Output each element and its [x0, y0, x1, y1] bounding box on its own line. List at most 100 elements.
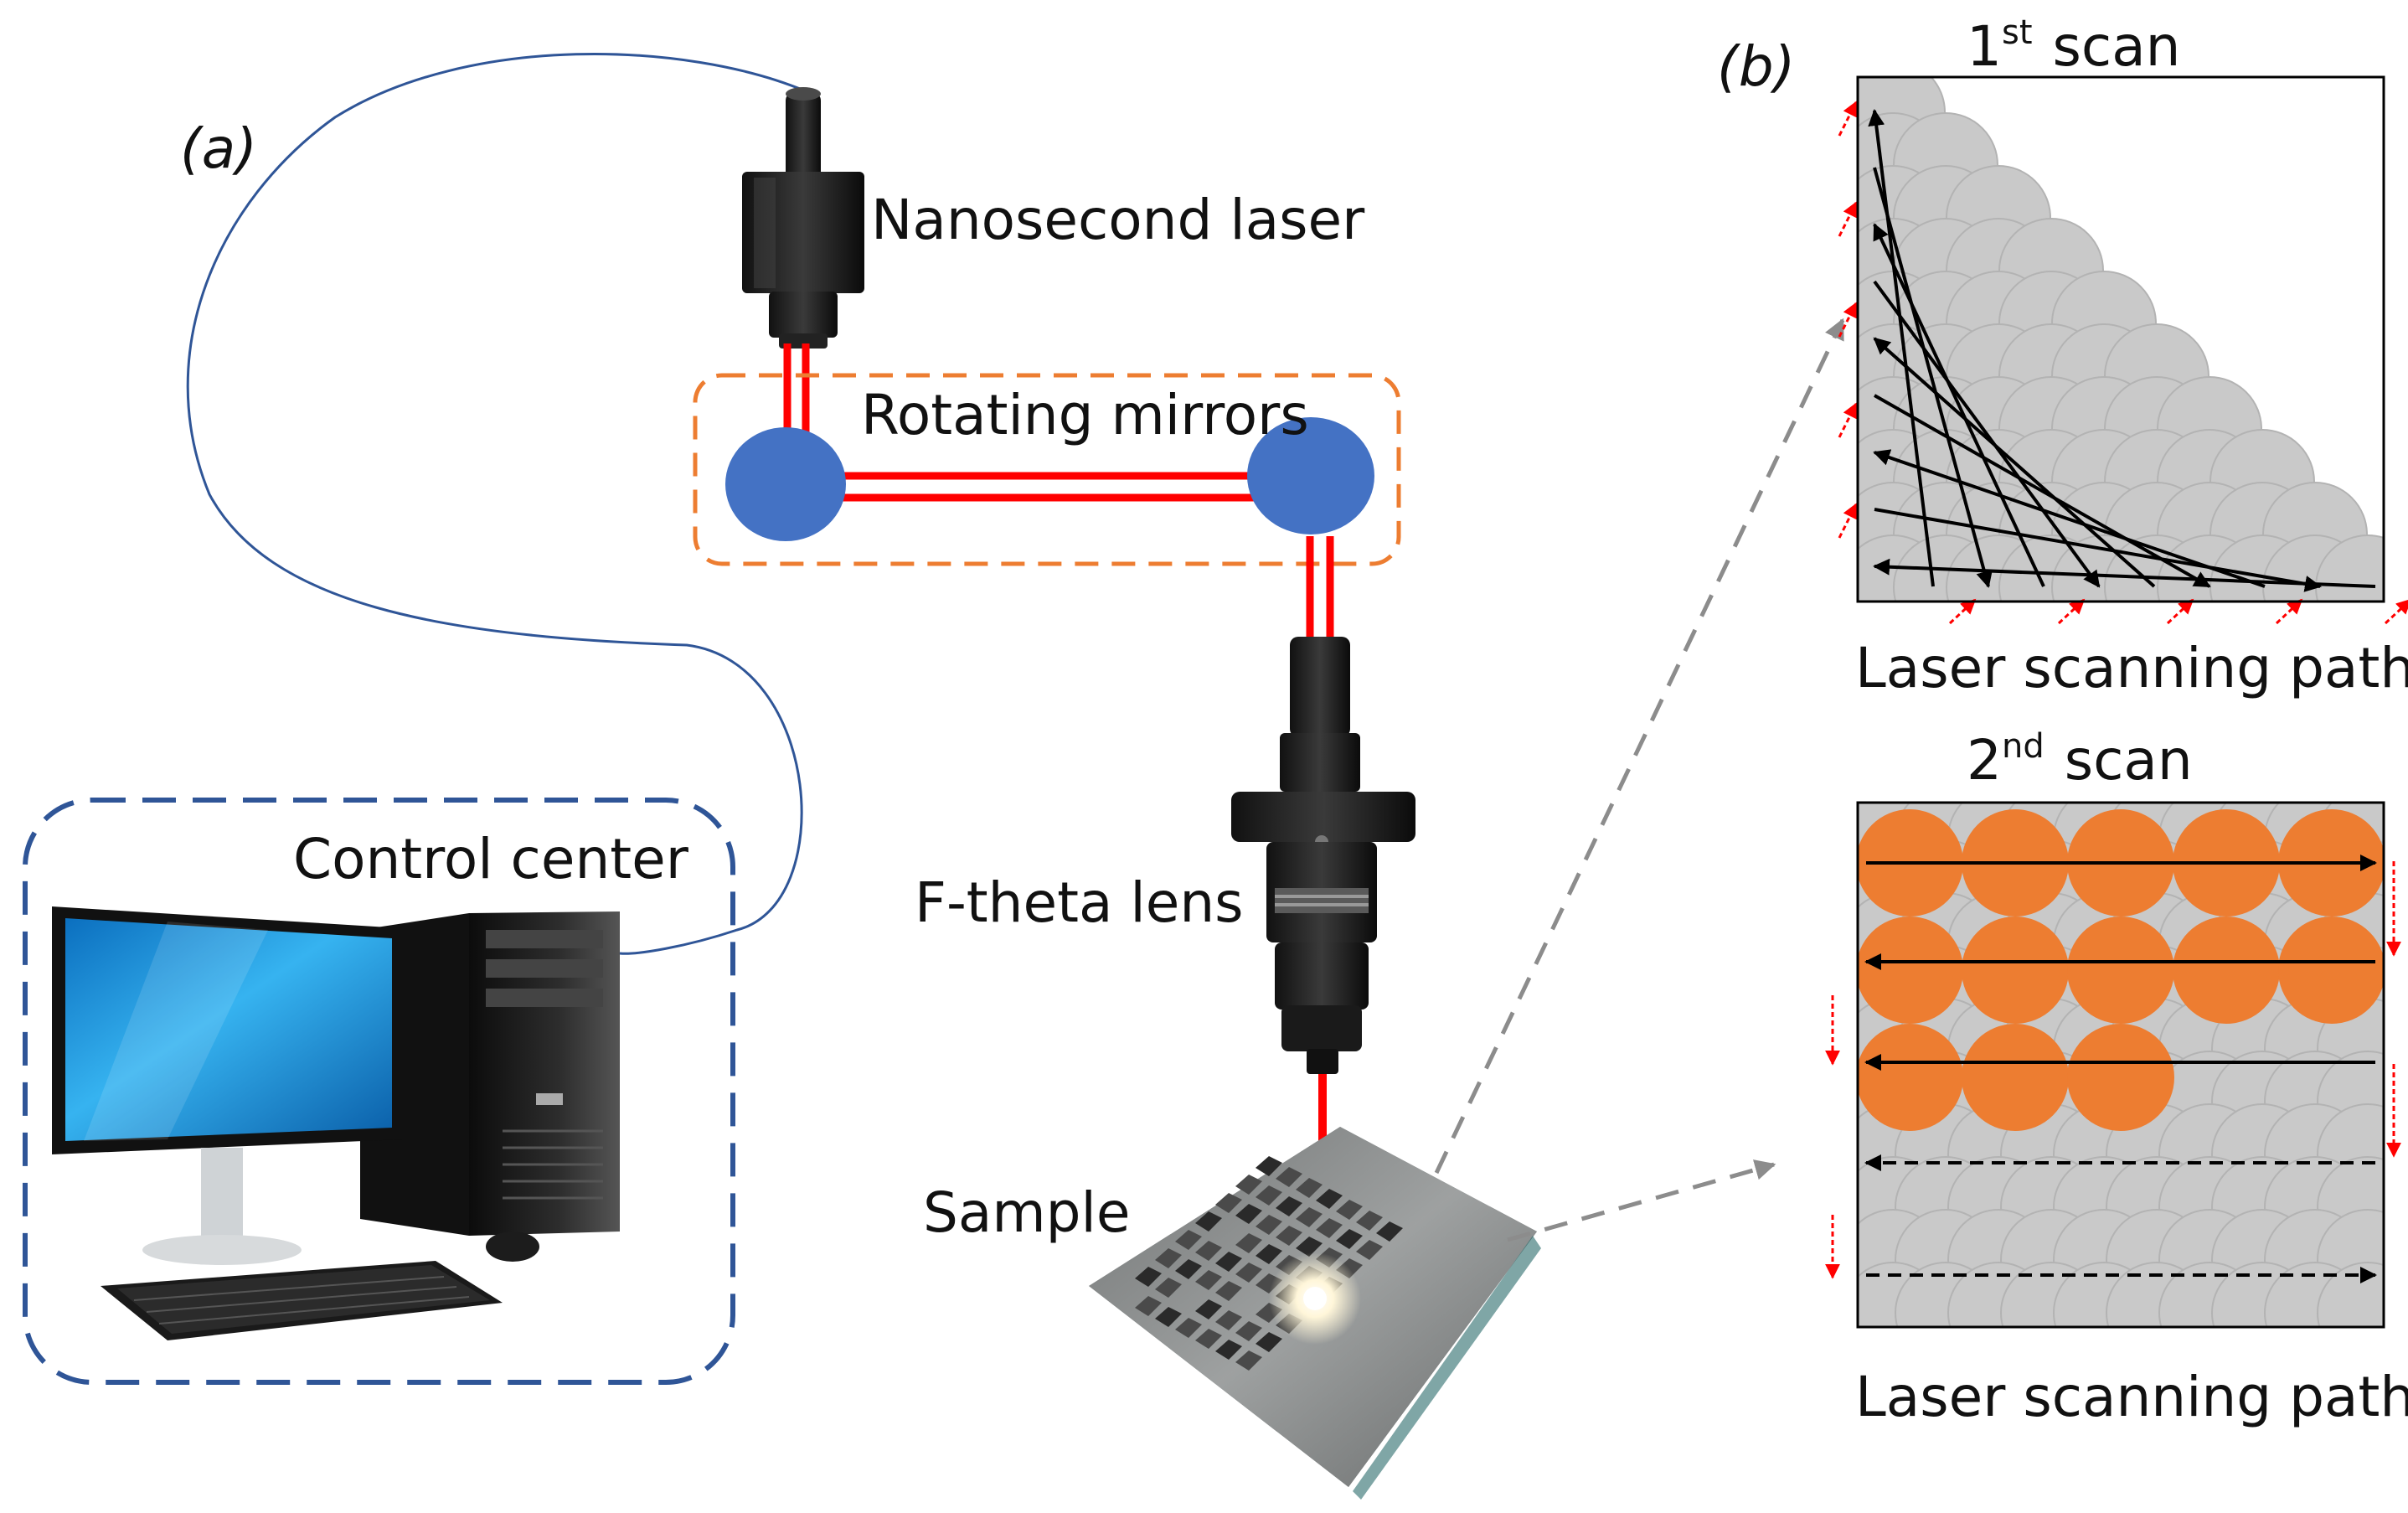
- sample-tile: [1296, 1237, 1323, 1257]
- scan1-jump-arrow: [2166, 598, 2194, 625]
- scan2-spot-orange: [2067, 917, 2174, 1024]
- zoom-arrow-lower: [1507, 1159, 1776, 1242]
- sample-tile: [1215, 1252, 1242, 1272]
- scan2-spot-orange: [1858, 917, 1963, 1024]
- sample-tile: [1235, 1350, 1262, 1371]
- sample-tile: [1276, 1167, 1302, 1187]
- sample-tile: [1195, 1241, 1222, 1261]
- scan2-spot-orange: [1962, 917, 2069, 1024]
- sample-tile: [1215, 1340, 1242, 1360]
- sample-tile: [1135, 1296, 1162, 1316]
- sample-tile: [1356, 1211, 1383, 1231]
- sample-tile: [1135, 1267, 1162, 1287]
- sample-tile: [1336, 1200, 1363, 1220]
- scan2-spot-orange: [2173, 917, 2280, 1024]
- scan2-spot-gray: [2317, 1262, 2384, 1327]
- scan1-path-arrow: [1868, 109, 1935, 587]
- scan1-caption: Laser scanning path: [1855, 636, 2408, 700]
- sample-tile: [1175, 1259, 1202, 1279]
- scan2-panel: [1825, 801, 2401, 1329]
- scan1-jump-arrow: [1838, 402, 1858, 438]
- sample-tile: [1296, 1207, 1323, 1227]
- scan1-path-arrow: [1873, 223, 2045, 587]
- desktop-computer-icon: [52, 906, 620, 1340]
- laser-beam-1: [783, 343, 810, 444]
- sample-tile: [1195, 1329, 1222, 1349]
- sample-tile: [1215, 1193, 1242, 1213]
- rotating-mirrors-box: [693, 373, 1401, 566]
- sample-tile: [1195, 1270, 1222, 1290]
- sample-tile: [1376, 1221, 1403, 1242]
- sample-tile: [1256, 1185, 1282, 1206]
- sample-tile: [1215, 1310, 1242, 1330]
- sample-tile: [1256, 1332, 1282, 1352]
- scan1-jump-arrow: [1838, 503, 1858, 539]
- scan2-title-number: 2: [1967, 728, 2002, 793]
- zoom-arrow-upper: [1434, 318, 1845, 1175]
- sample-tile: [1155, 1248, 1182, 1268]
- sample-tile: [1276, 1196, 1302, 1216]
- sample-tile: [1175, 1230, 1202, 1250]
- sample-tile: [1195, 1299, 1222, 1319]
- scan1-title-suffix: st: [2002, 13, 2033, 52]
- scan2-spot-orange: [2067, 1024, 2174, 1131]
- sample-tile: [1316, 1218, 1343, 1238]
- scan1-title-number: 1: [1967, 14, 2002, 79]
- scan1-path-arrow: [1873, 280, 2101, 588]
- panel-label-a: (a): [180, 116, 257, 181]
- sample-tile: [1316, 1189, 1343, 1209]
- sample-tile: [1195, 1211, 1222, 1232]
- label-rotating-mirrors: Rotating mirrors: [861, 383, 1309, 447]
- sample-tile: [1155, 1278, 1182, 1298]
- control-center-box: [23, 798, 735, 1385]
- scan2-title-suffix: nd: [2002, 727, 2044, 766]
- scan2-caption: Laser scanning path: [1855, 1365, 2408, 1429]
- sample-plate-icon: [1089, 1127, 1541, 1500]
- sample-tile: [1256, 1244, 1282, 1264]
- sample-tile: [1175, 1318, 1202, 1338]
- scan1-jump-arrow: [2057, 598, 2086, 625]
- sample-tile: [1356, 1240, 1383, 1260]
- sample-tile: [1276, 1226, 1302, 1246]
- sample-tile: [1235, 1263, 1262, 1283]
- scan1-jump-arrow: [1838, 201, 1858, 237]
- scan2-spot-orange: [1962, 1024, 2069, 1131]
- laser-beam-2: [838, 472, 1256, 502]
- panel-label-b: (b): [1717, 34, 1795, 99]
- scan1-path-arrow: [1874, 394, 2211, 588]
- sample-tile: [1235, 1175, 1262, 1195]
- sample-tile: [1296, 1178, 1323, 1198]
- scan1-path-arrow: [1873, 558, 2376, 588]
- scan2-title-word: scan: [2065, 728, 2193, 793]
- sample-tile: [1256, 1156, 1282, 1176]
- sample-tile: [1336, 1229, 1363, 1249]
- label-control-center: Control center: [293, 827, 689, 891]
- sample-tile: [1155, 1307, 1182, 1327]
- mirror-1: [725, 427, 846, 541]
- sample-tile: [1215, 1281, 1242, 1301]
- scan1-path-arrows: [1838, 101, 2408, 625]
- sample-tile: [1235, 1233, 1262, 1253]
- mirror-2: [1247, 417, 1374, 534]
- scan1-path-arrow: [1873, 167, 1993, 588]
- laser-head-icon: [742, 87, 864, 349]
- scan1-jump-arrow: [2384, 598, 2408, 625]
- scan1-jump-arrow: [1948, 598, 1977, 625]
- scan2-spot-orange: [1858, 1024, 1963, 1131]
- scan1-path-arrow: [1874, 508, 2322, 592]
- scan1-jump-arrow: [1838, 302, 1858, 338]
- label-f-theta-lens: F-theta lens: [915, 870, 1244, 935]
- laser-beam-3: [1306, 536, 1334, 645]
- scan1-path-arrow: [1873, 337, 2156, 588]
- scan1-title-word: scan: [2053, 14, 2181, 79]
- sample-tile: [1235, 1321, 1262, 1341]
- scan2-spot-orange: [2278, 917, 2384, 1024]
- scan1-jump-arrow: [2275, 598, 2303, 625]
- sample-tile: [1256, 1215, 1282, 1235]
- scan2-path-arrows: [1825, 855, 2401, 1283]
- scan2-spots: [1858, 803, 2384, 1327]
- f-theta-lens-icon: [1231, 637, 1415, 1074]
- label-nanosecond-laser: Nanosecond laser: [871, 188, 1365, 252]
